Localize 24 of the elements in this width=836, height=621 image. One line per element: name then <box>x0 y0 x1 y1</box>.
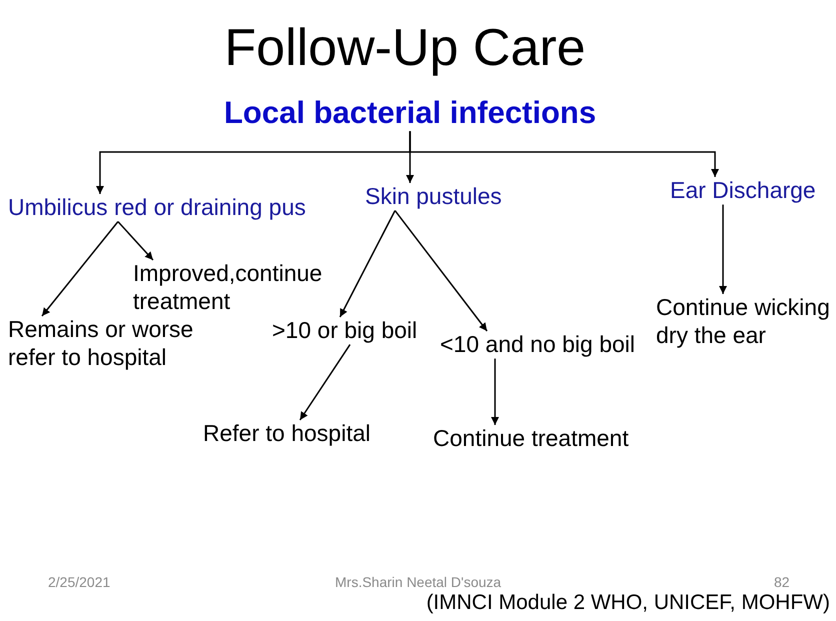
condition-label: Skin pustules <box>365 183 502 211</box>
arrow <box>117 221 154 260</box>
action-label: Continue treatment <box>433 425 629 453</box>
arrow <box>41 221 119 316</box>
arrow <box>339 210 396 318</box>
arrow <box>491 358 499 425</box>
criterion-label: <10 and no big boil <box>440 331 636 359</box>
category-heading: Local bacterial infections <box>224 94 596 132</box>
page-number: 82 <box>774 574 790 591</box>
slide-title: Follow-Up Care <box>223 18 587 79</box>
arrow <box>719 204 727 294</box>
action-label: Remains or worse refer to hospital <box>8 316 208 372</box>
arrow <box>299 344 351 420</box>
arrow <box>409 131 719 177</box>
author-label: Mrs.Sharin Neetal D'souza <box>335 574 502 591</box>
condition-label: Ear Discharge <box>670 177 816 205</box>
action-label: Refer to hospital <box>203 420 370 448</box>
source-citation: (IMNCI Module 2 WHO, UNICEF, MOHFW) <box>426 590 830 616</box>
action-label: Continue wicking dry the ear <box>656 294 836 350</box>
outcome-label: Improved,continue treatment <box>133 260 328 316</box>
condition-label: Umbilicus red or draining pus <box>8 194 306 222</box>
arrow <box>394 210 488 332</box>
date-label: 2/25/2021 <box>48 574 110 591</box>
criterion-label: >10 or big boil <box>272 317 418 345</box>
